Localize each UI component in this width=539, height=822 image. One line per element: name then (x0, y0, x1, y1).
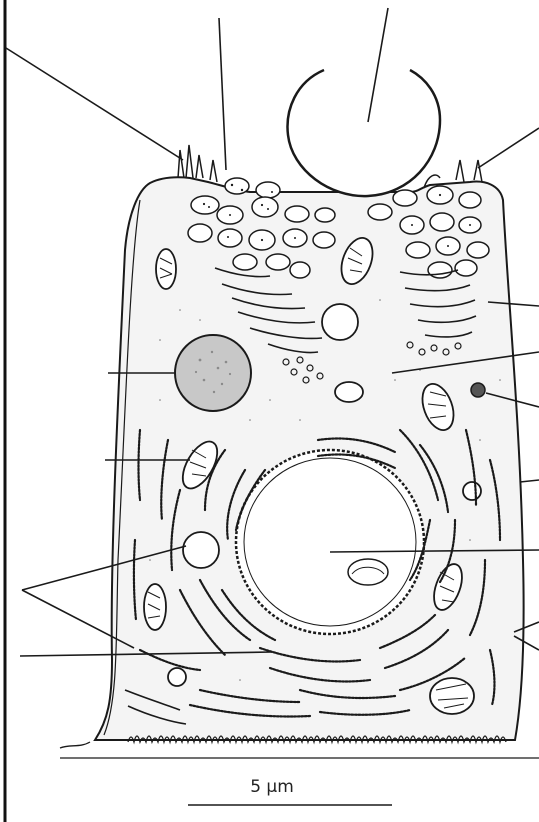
leader-apical-granules (219, 18, 226, 170)
secretory-granule (288, 70, 440, 196)
leader-membrane-right (520, 480, 539, 482)
dense-body (471, 383, 485, 397)
nucleus (236, 450, 424, 634)
leader-junction (478, 128, 539, 168)
leader-microvilli (6, 48, 183, 160)
vacuole (175, 335, 251, 411)
basal-edge-left (60, 742, 90, 748)
scale-bar-label: 5 µm (232, 777, 312, 797)
